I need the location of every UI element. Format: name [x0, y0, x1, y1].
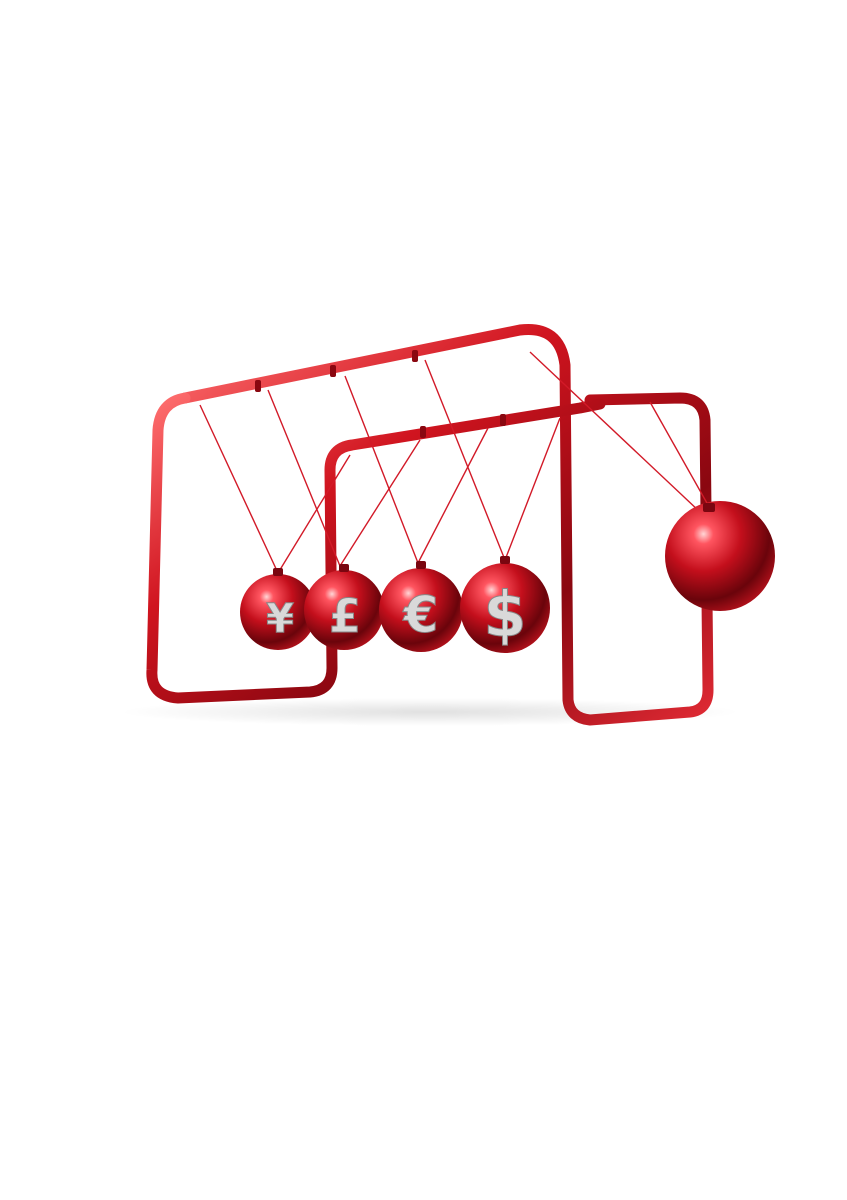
symbol-dollar: $	[483, 578, 526, 651]
ball-dollar: $	[460, 556, 550, 653]
ball-pound: £	[304, 564, 384, 650]
frame-left	[146, 392, 606, 704]
bar-rings	[255, 350, 506, 438]
ball-euro: €	[379, 561, 463, 652]
ball-yen: ¥	[240, 568, 316, 650]
strings	[199, 351, 713, 574]
symbol-euro: €	[403, 586, 439, 644]
symbol-pound: £	[329, 589, 361, 643]
symbol-yen: ¥	[266, 596, 294, 642]
frame-back-left	[179, 323, 714, 726]
ball-swinging	[665, 501, 775, 611]
